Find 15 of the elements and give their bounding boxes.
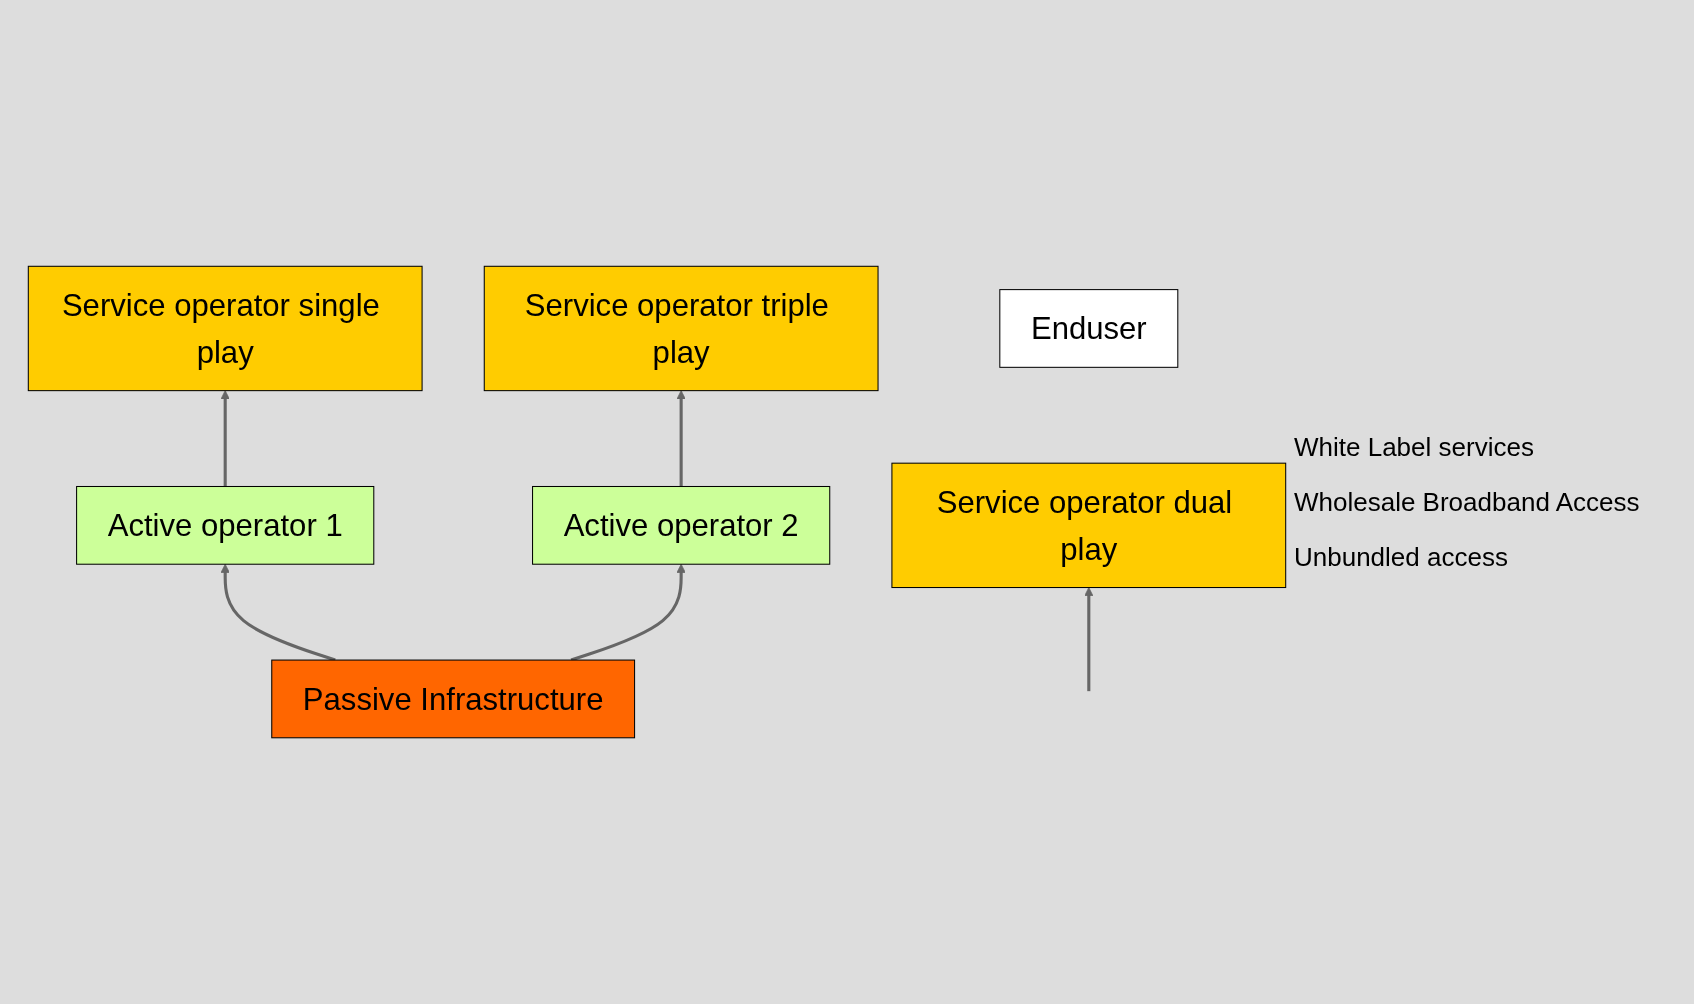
arrow [676, 390, 686, 487]
arrow [220, 390, 230, 487]
annotation-text: Wholesale Broadband Access [1294, 486, 1641, 518]
node-box: Passive Infrastructure [271, 659, 636, 739]
arrow [570, 563, 686, 662]
arrow [1084, 587, 1094, 692]
node-box: Active operator 2 [532, 485, 831, 565]
node-box: Service operator triple play [483, 265, 879, 392]
node-box: Service operator single play [27, 265, 423, 392]
annotation-text: White Label services [1294, 431, 1535, 463]
annotation-text: Unbundled access [1294, 541, 1509, 573]
arrow [220, 563, 336, 662]
node-box: Enduser [999, 289, 1179, 368]
node-box: Service operator dual play [891, 462, 1287, 588]
node-box: Active operator 1 [76, 485, 375, 565]
